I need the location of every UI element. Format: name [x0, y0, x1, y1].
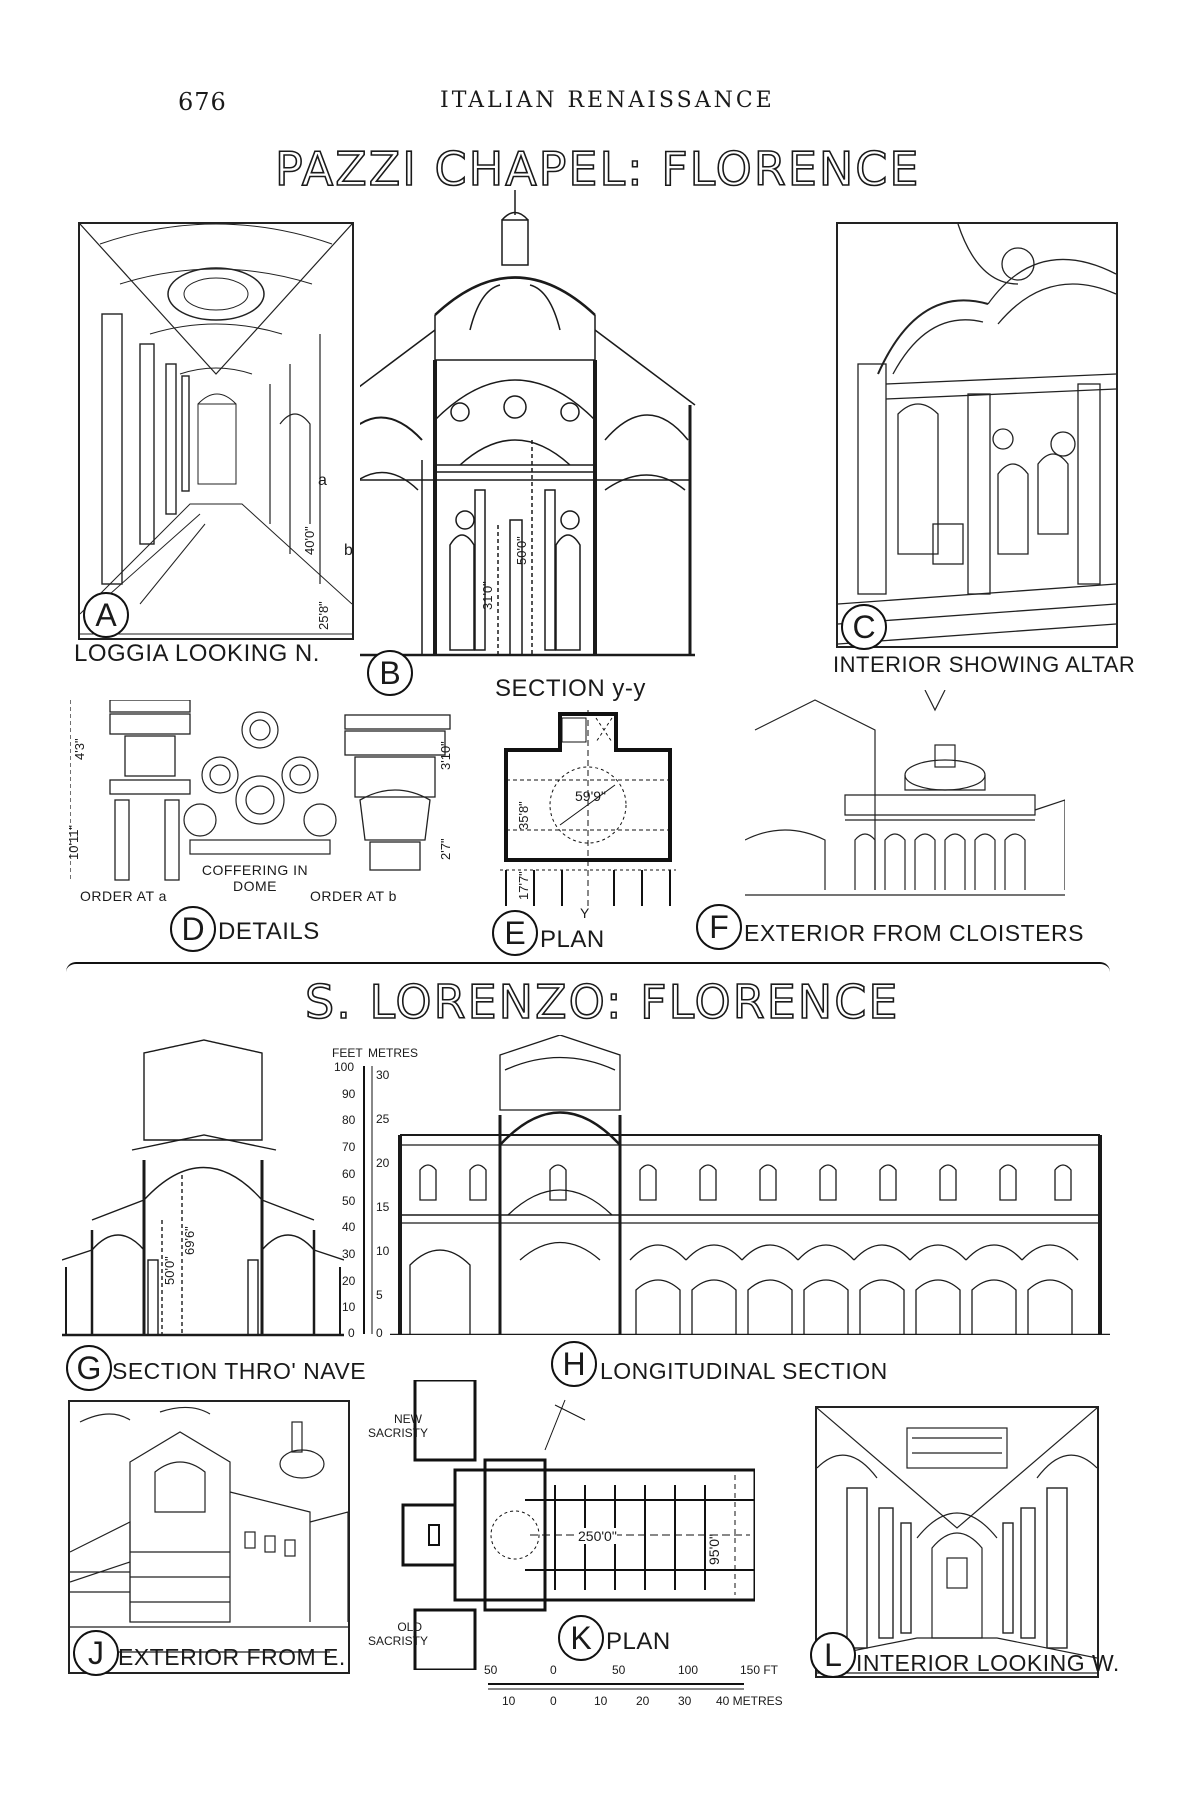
feet-tick-20: 20 — [342, 1274, 356, 1288]
scale-feet-label: FEET — [332, 1046, 363, 1060]
caption-d: DETAILS — [218, 918, 320, 945]
lorenzo-plan-drawing — [401, 1380, 755, 1670]
bar-feet-3: 100 — [678, 1663, 699, 1677]
section-drawing — [360, 190, 696, 657]
label-l: L — [810, 1632, 856, 1678]
page-number: 676 — [178, 88, 227, 116]
metres-tick-20: 20 — [376, 1156, 390, 1170]
caption-g: SECTION THRO' NAVE — [112, 1358, 367, 1384]
scale-metres-label: METRES — [368, 1046, 419, 1060]
dim-b-2: 31'0" — [480, 581, 495, 610]
caption-b: SECTION y-y — [495, 675, 646, 702]
metres-tick-15: 15 — [376, 1200, 390, 1214]
feet-tick-40: 40 — [342, 1220, 356, 1234]
label-g: G — [66, 1345, 112, 1391]
caption-f: EXTERIOR FROM CLOISTERS — [744, 920, 1084, 946]
details-drawing — [70, 700, 451, 881]
dim-g-1: 69'6" — [182, 1226, 197, 1255]
dim-d-2: 3'10" — [438, 741, 453, 770]
nave-section-drawing — [62, 1039, 344, 1337]
label-h: H — [551, 1341, 597, 1387]
exterior-cloisters-illustration — [745, 690, 1065, 896]
label-k: K — [558, 1615, 604, 1661]
dim-k-0: 250'0" — [578, 1528, 617, 1544]
exterior-east-illustration — [68, 1400, 350, 1674]
dim-b-1: 25'8" — [316, 601, 331, 630]
loggia-illustration — [78, 222, 354, 640]
caption-h: LONGITUDINAL SECTION — [600, 1358, 888, 1384]
order-at-a-label: ORDER AT a — [80, 888, 167, 904]
longitudinal-section-drawing — [390, 1035, 1110, 1335]
scale-bar-vertical — [363, 1066, 373, 1334]
dim-d-0: 4'3" — [72, 738, 87, 760]
dim-e-1: 35'8" — [516, 801, 531, 830]
caption-k: PLAN — [606, 1628, 671, 1655]
interior-west-illustration — [815, 1406, 1099, 1678]
feet-tick-90: 90 — [342, 1087, 356, 1101]
bar-metres-1: 0 — [550, 1694, 557, 1708]
pazzi-title: PAZZI CHAPEL: FLORENCE — [274, 141, 921, 197]
metres-tick-0: 0 — [376, 1326, 383, 1340]
bar-metres-4: 30 — [678, 1694, 692, 1708]
feet-tick-50: 50 — [342, 1194, 356, 1208]
interior-altar-illustration — [836, 222, 1118, 648]
metres-tick-25: 25 — [376, 1112, 390, 1126]
dim-e-2: 17'7" — [516, 871, 531, 900]
caption-a: LOGGIA LOOKING N. — [74, 640, 320, 667]
feet-tick-30: 30 — [342, 1247, 356, 1261]
bar-metres-3: 20 — [636, 1694, 650, 1708]
metres-tick-30: 30 — [376, 1068, 390, 1082]
dim-b-3: 50'0" — [514, 536, 529, 565]
metres-tick-5: 5 — [376, 1288, 383, 1302]
feet-tick-80: 80 — [342, 1113, 356, 1127]
new-sacristy-label: NEW SACRISTY — [368, 1412, 429, 1440]
mark-y: Y — [580, 905, 590, 921]
caption-l: INTERIOR LOOKING W. — [856, 1650, 1120, 1676]
dim-d-1: 10'11" — [66, 824, 81, 860]
caption-c: INTERIOR SHOWING ALTAR — [833, 652, 1136, 677]
caption-j: EXTERIOR FROM E. — [118, 1644, 346, 1670]
coffering-label: COFFERING IN DOME — [201, 862, 309, 894]
caption-e: PLAN — [540, 926, 605, 953]
pazzi-plan-drawing — [500, 710, 676, 906]
bar-feet-0: 50 — [484, 1663, 498, 1677]
lorenzo-title: S. LORENZO: FLORENCE — [304, 974, 900, 1030]
scale-bar-horizontal — [488, 1683, 744, 1690]
feet-tick-60: 60 — [342, 1167, 356, 1181]
label-f: F — [696, 904, 742, 950]
bar-metres-0: 10 — [502, 1694, 516, 1708]
feet-tick-10: 10 — [342, 1300, 356, 1314]
label-e: E — [492, 910, 538, 956]
feet-tick-70: 70 — [342, 1140, 356, 1154]
dim-d-3: 2'7" — [438, 838, 453, 860]
bar-feet-1: 0 — [550, 1663, 557, 1677]
dim-k-1: 95'0" — [706, 1533, 722, 1565]
bar-feet-2: 50 — [612, 1663, 626, 1677]
feet-tick-0: 0 — [348, 1326, 355, 1340]
old-sacristy-label: OLD SACRISTY — [368, 1620, 429, 1648]
dim-b-0: 40'0" — [302, 526, 317, 555]
bar-feet-4: 150 FT — [740, 1663, 779, 1677]
label-d: D — [170, 906, 216, 952]
metres-tick-10: 10 — [376, 1244, 390, 1258]
running-head: ITALIAN RENAISSANCE — [440, 88, 775, 113]
feet-tick-100: 100 — [334, 1060, 355, 1074]
mark-a: a — [318, 472, 327, 489]
bar-metres-5: 40 METRES — [716, 1694, 783, 1708]
label-a: A — [83, 592, 129, 638]
section-divider — [66, 962, 1110, 976]
label-j: J — [73, 1630, 119, 1676]
dim-g-0: 50'0" — [162, 1256, 177, 1285]
mark-b: b — [344, 542, 353, 559]
order-at-b-label: ORDER AT b — [310, 888, 397, 904]
bar-metres-2: 10 — [594, 1694, 608, 1708]
label-c: C — [841, 604, 887, 650]
label-b: B — [367, 650, 413, 696]
dim-e-0: 59'9" — [575, 788, 607, 804]
